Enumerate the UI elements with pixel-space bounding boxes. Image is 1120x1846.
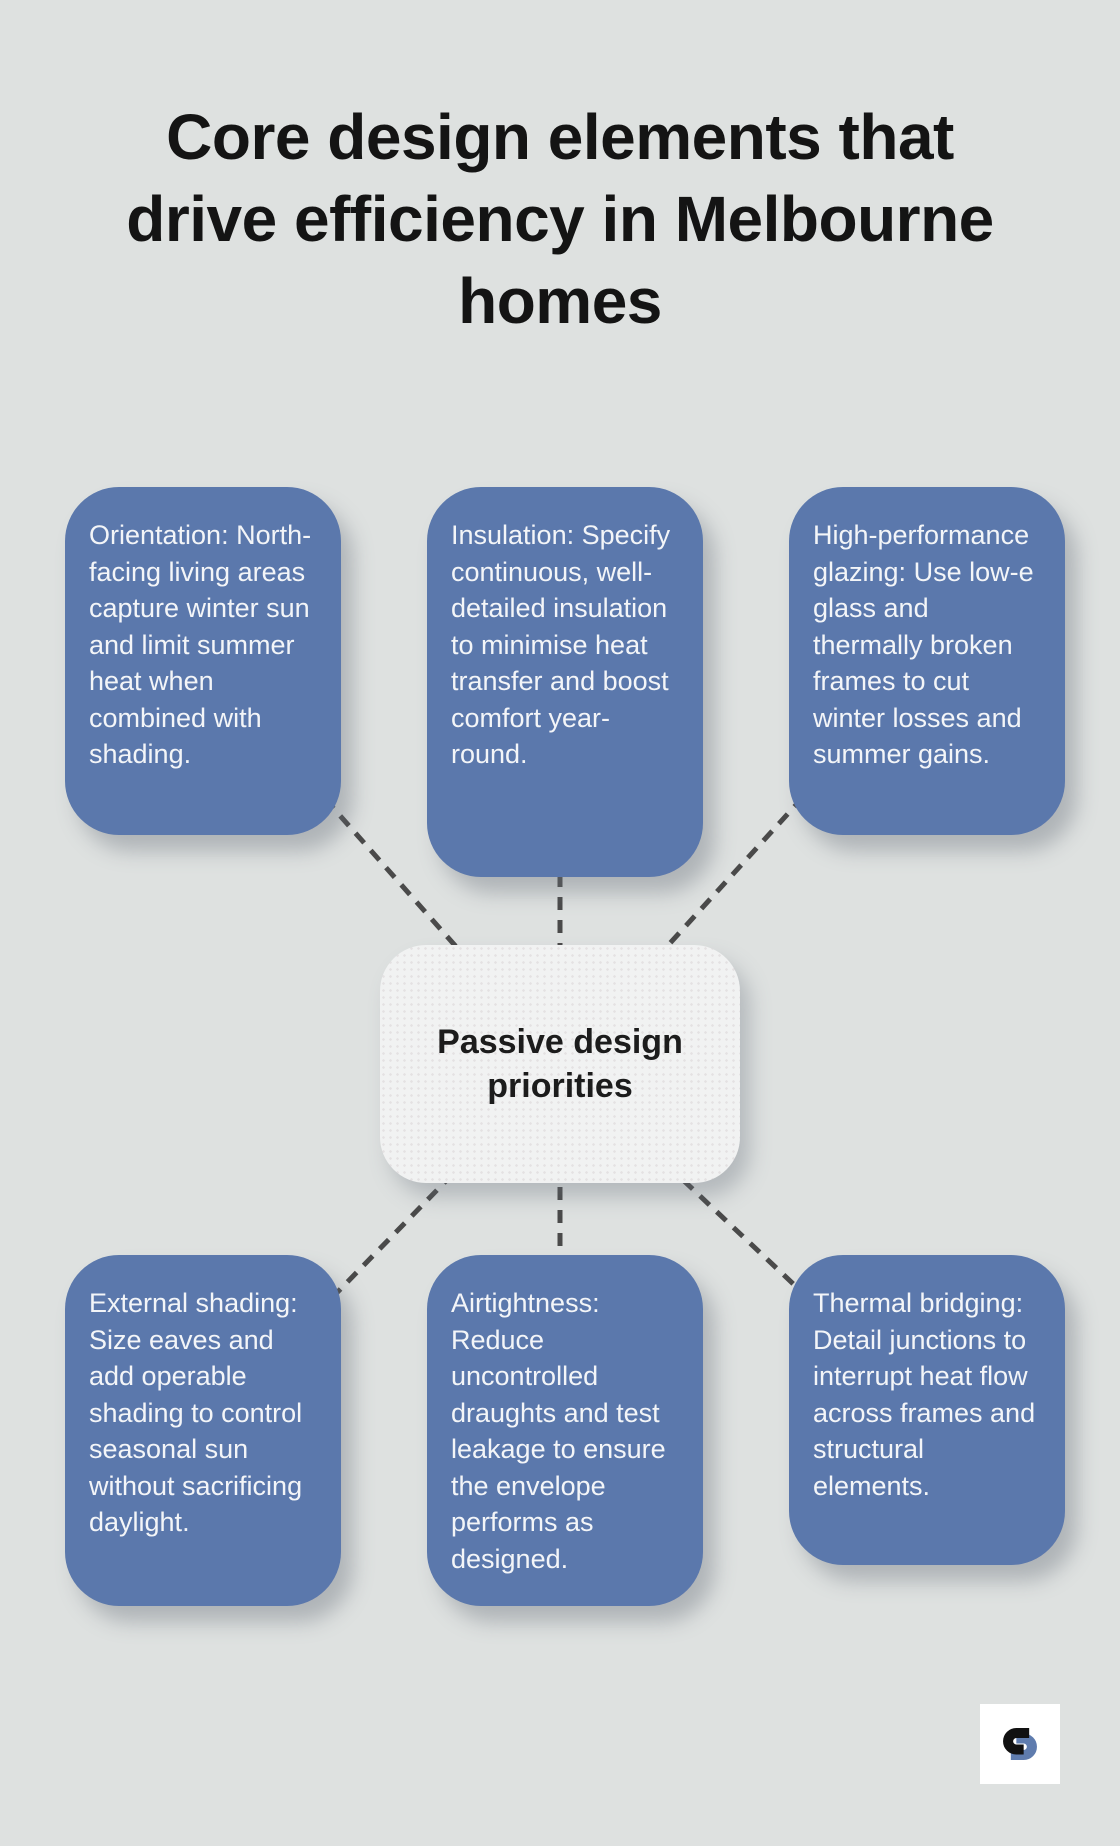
node-high-performance-glazing-text: High-performance glazing: Use low-e glas…	[813, 520, 1034, 769]
node-orientation-text: Orientation: North-facing living areas c…	[89, 520, 312, 769]
node-airtightness-text: Airtightness: Reduce uncontrolled draugh…	[451, 1288, 666, 1574]
brand-logo	[980, 1704, 1060, 1784]
node-external-shading: External shading: Size eaves and add ope…	[65, 1255, 341, 1606]
node-insulation: Insulation: Specify continuous, well-det…	[427, 487, 703, 877]
node-high-performance-glazing: High-performance glazing: Use low-e glas…	[789, 487, 1065, 835]
brand-monogram-icon	[1003, 1727, 1037, 1761]
node-thermal-bridging-text: Thermal bridging: Detail junctions to in…	[813, 1288, 1036, 1501]
node-orientation: Orientation: North-facing living areas c…	[65, 487, 341, 835]
page-title: Core design elements that drive efficien…	[126, 101, 994, 337]
center-node: Passive design priorities	[380, 945, 740, 1183]
center-node-label: Passive design priorities	[437, 1023, 683, 1105]
node-insulation-text: Insulation: Specify continuous, well-det…	[451, 520, 671, 769]
node-thermal-bridging: Thermal bridging: Detail junctions to in…	[789, 1255, 1065, 1565]
node-external-shading-text: External shading: Size eaves and add ope…	[89, 1288, 303, 1537]
node-airtightness: Airtightness: Reduce uncontrolled draugh…	[427, 1255, 703, 1606]
